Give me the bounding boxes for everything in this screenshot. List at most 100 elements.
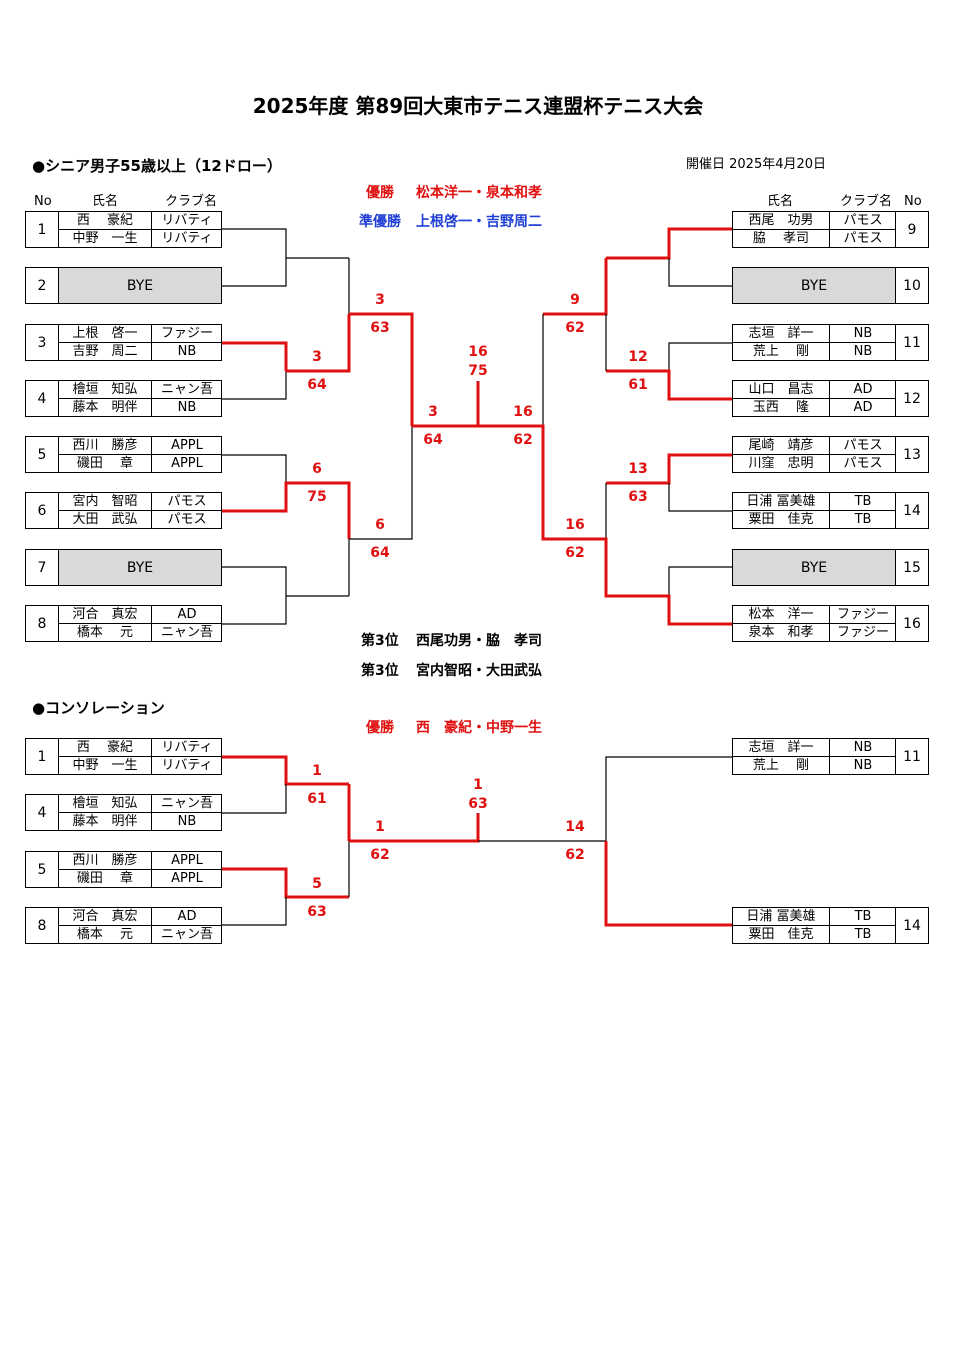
- score-set: 64: [307, 377, 327, 393]
- player-name: 西尾 功男: [748, 213, 814, 228]
- winning-path-line: [606, 227, 732, 260]
- row-divider: [733, 623, 895, 624]
- club-name: パモス: [167, 494, 207, 509]
- seed-number: 5: [26, 437, 59, 472]
- player-name: 荒上 剛: [752, 758, 810, 773]
- consolation-winner-names: 西 豪紀・中野一生: [416, 720, 542, 736]
- club-name: ニャン吾: [160, 625, 213, 640]
- player-name: 荒上 剛: [752, 344, 810, 359]
- club-name: NB: [177, 814, 197, 829]
- club-name: ニャン吾: [160, 796, 213, 811]
- row-divider: [59, 510, 221, 511]
- column-divider: [151, 606, 152, 641]
- club-name: APPL: [171, 438, 203, 453]
- score-set: 62: [565, 847, 585, 863]
- row-divider: [733, 925, 895, 926]
- player-name: 檜垣 知弘: [72, 382, 138, 397]
- player-name: 磯田 章: [76, 456, 134, 471]
- player-name: 中野 一生: [72, 758, 138, 773]
- column-divider: [151, 325, 152, 360]
- score-winner: 12: [628, 349, 648, 365]
- seed-number: 1: [26, 212, 59, 247]
- score-winner: 1: [312, 763, 322, 779]
- score-set: 63: [628, 489, 648, 505]
- column-divider: [151, 852, 152, 887]
- score-set: 62: [565, 320, 585, 336]
- column-divider: [829, 739, 830, 774]
- third-place-label: 第3位: [361, 663, 399, 679]
- club-name: ニャン吾: [160, 382, 213, 397]
- left-header-no: No: [34, 194, 52, 209]
- winning-path-line: [412, 381, 480, 428]
- winning-path-line: [606, 453, 732, 485]
- club-name: NB: [853, 740, 873, 755]
- club-name: パモス: [843, 456, 883, 471]
- column-divider: [151, 739, 152, 774]
- player-name: 日浦 冨美雄: [746, 494, 816, 509]
- seed-number: 8: [26, 606, 59, 641]
- bracket-line: [222, 897, 287, 926]
- bracket-line: [349, 426, 413, 540]
- column-divider: [151, 381, 152, 416]
- left-header-name: 氏名: [92, 194, 119, 209]
- third-place-names: 宮内智昭・大田武弘: [416, 663, 542, 679]
- right-header-no: No: [904, 194, 922, 209]
- row-divider: [59, 812, 221, 813]
- score-winner: 9: [570, 292, 580, 308]
- bracket-line: [222, 371, 287, 400]
- seed-number: 2: [26, 268, 59, 303]
- row-divider: [59, 454, 221, 455]
- score-winner: 16: [565, 517, 585, 533]
- winning-path-line: [349, 312, 414, 426]
- score-set: 64: [423, 432, 443, 448]
- score-set: 64: [370, 545, 390, 561]
- club-name: パモス: [843, 213, 883, 228]
- player-name: 玉西 隆: [752, 400, 810, 415]
- score-winner: 13: [628, 461, 648, 477]
- player-name: 泉本 和孝: [748, 625, 814, 640]
- seed-number: 14: [895, 493, 928, 528]
- player-name: 檜垣 知弘: [72, 796, 138, 811]
- score-winner: 6: [312, 461, 322, 477]
- score-winner: 1: [473, 777, 483, 793]
- player-name: 宮内 智昭: [72, 494, 138, 509]
- club-name: AD: [177, 909, 197, 924]
- club-name: AD: [177, 607, 197, 622]
- row-divider: [733, 510, 895, 511]
- bye-slot: BYE: [59, 268, 221, 303]
- column-divider: [151, 795, 152, 830]
- club-name: NB: [853, 758, 873, 773]
- player-name: 西川 勝彦: [72, 853, 138, 868]
- consolation-heading: ●コンソレーション: [32, 699, 165, 717]
- club-name: NB: [853, 326, 873, 341]
- column-divider: [829, 493, 830, 528]
- seed-number: 13: [895, 437, 928, 472]
- seed-number: 10: [895, 268, 928, 303]
- seed-number: 16: [895, 606, 928, 641]
- column-divider: [829, 437, 830, 472]
- bracket-line: [668, 258, 732, 287]
- column-divider: [151, 437, 152, 472]
- winning-path-line: [286, 314, 351, 373]
- score-winner: 16: [468, 344, 488, 360]
- player-name: 吉野 周二: [72, 344, 138, 359]
- player-name: 脇 孝司: [752, 231, 810, 246]
- right-header-name: 氏名: [767, 194, 794, 209]
- seed-number: 11: [895, 739, 928, 774]
- score-winner: 1: [375, 819, 385, 835]
- winning-path-line: [222, 755, 349, 786]
- score-winner: 3: [312, 349, 322, 365]
- row-divider: [59, 756, 221, 757]
- right-header-club: クラブ名: [840, 194, 893, 209]
